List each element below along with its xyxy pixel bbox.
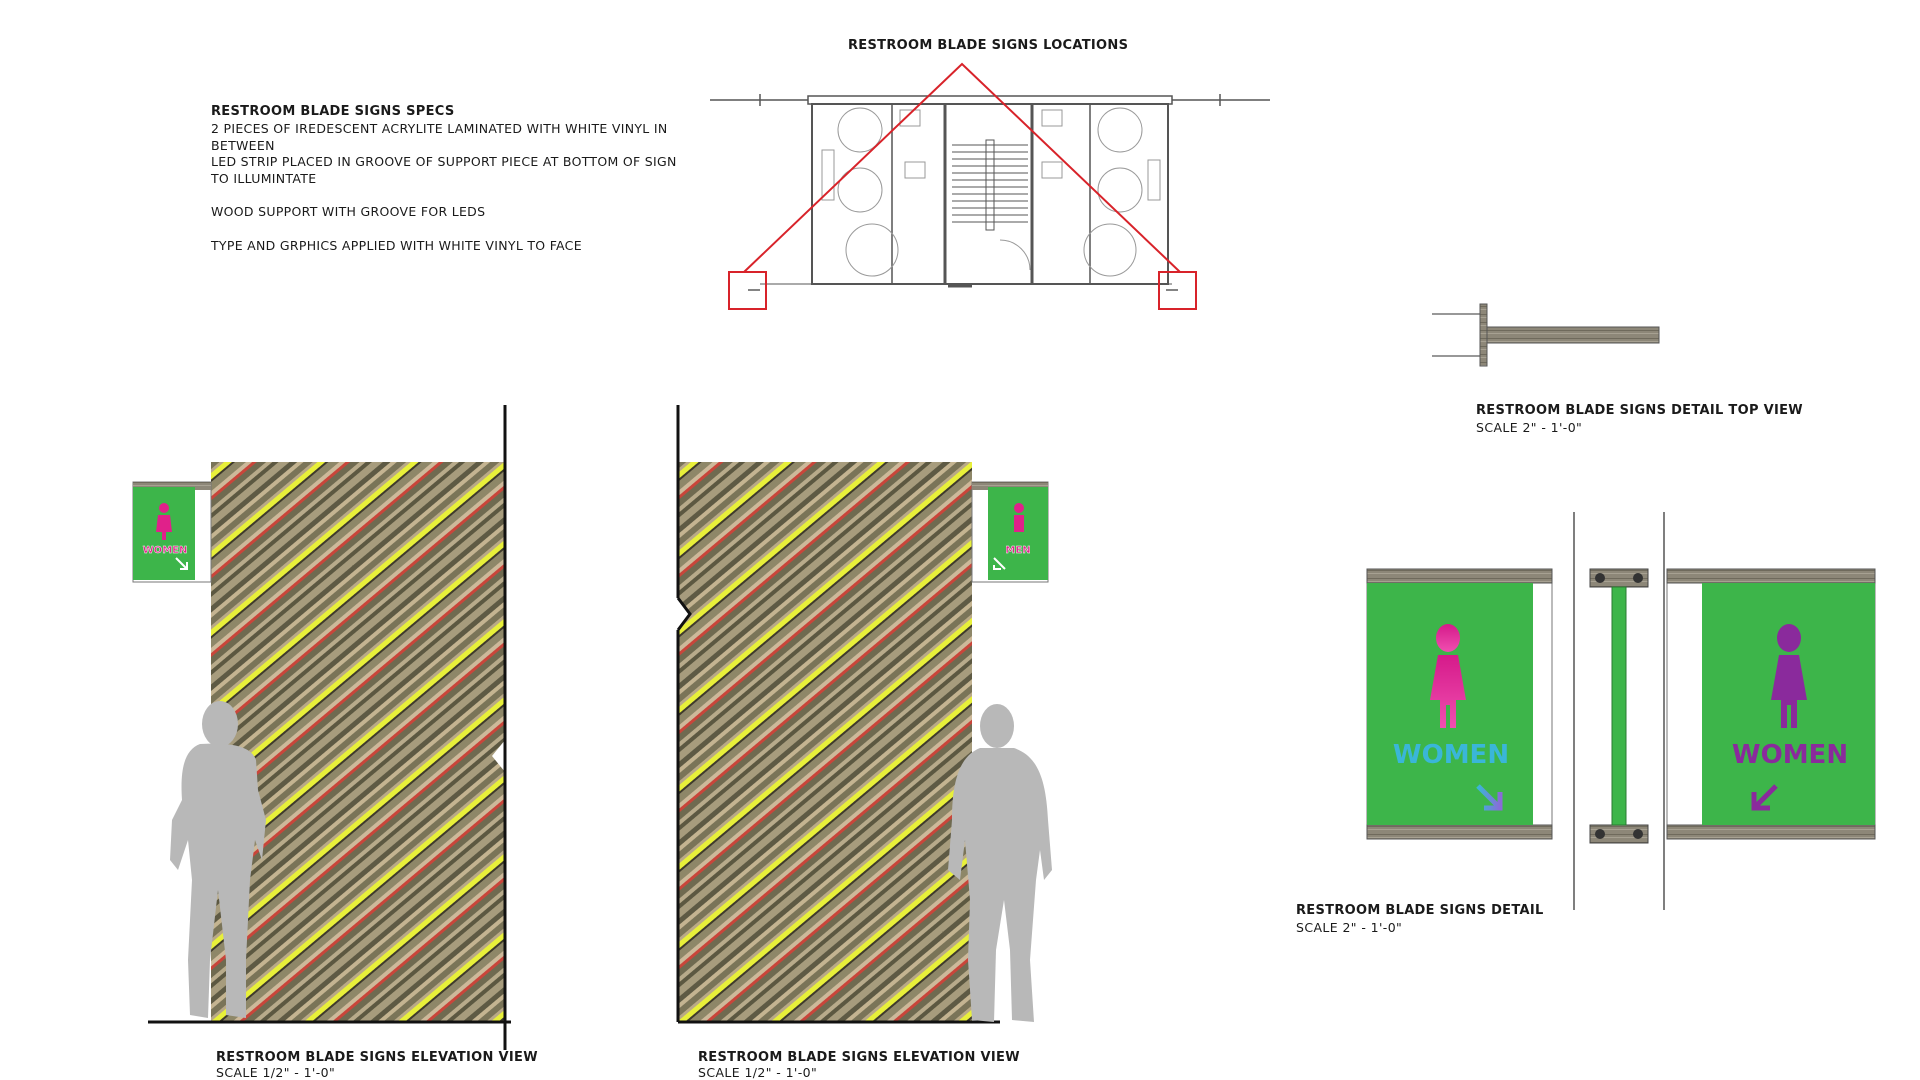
- elevation-left-sign-label: WOMEN: [142, 545, 188, 556]
- top-view-scale: SCALE 2" - 1'-0": [1476, 420, 1583, 435]
- elevation-left-scale: SCALE 1/2" - 1'-0": [216, 1065, 336, 1080]
- woman-figure-small: [156, 503, 172, 540]
- spec-line: LED STRIP PLACED IN GROOVE OF SUPPORT PI…: [211, 154, 677, 186]
- locations-title: RESTROOM BLADE SIGNS LOCATIONS: [848, 38, 1129, 53]
- arrow-down-right-icon: [1476, 784, 1503, 811]
- detail-drawing: [1366, 512, 1876, 910]
- man-figure-small: [1014, 503, 1024, 532]
- arrow-down-left-icon: [1751, 784, 1778, 811]
- detail-face-right-label: WOMEN: [1731, 740, 1849, 770]
- specs-list: 2 PIECES OF IREDESCENT ACRYLITE LAMINATE…: [211, 121, 681, 254]
- top-view-title: RESTROOM BLADE SIGNS DETAIL TOP VIEW: [1476, 403, 1803, 418]
- detail-face-left-label: WOMEN: [1392, 740, 1510, 770]
- woman-figure-gradient: [1430, 624, 1466, 728]
- woman-figure-purple: [1771, 624, 1807, 728]
- sign-location-markers: [728, 62, 1197, 310]
- detail-scale: SCALE 2" - 1'-0": [1296, 920, 1403, 935]
- spec-line: TYPE AND GRPHICS APPLIED WITH WHITE VINY…: [211, 237, 582, 253]
- floor-plan: [710, 94, 1270, 288]
- elevation-right-drawing: [676, 405, 1052, 1024]
- spec-line: WOOD SUPPORT WITH GROOVE FOR LEDS: [211, 204, 486, 219]
- elevation-left-title: RESTROOM BLADE SIGNS ELEVATION VIEW: [216, 1050, 538, 1065]
- arrow-down-right-icon: [175, 557, 188, 570]
- stairs: [952, 139, 1028, 231]
- specs-title: RESTROOM BLADE SIGNS SPECS: [211, 104, 455, 119]
- arrow-down-left-icon: [993, 557, 1006, 570]
- top-view-drawing: [1432, 303, 1660, 367]
- woman-silhouette: [170, 701, 266, 1018]
- elevation-right-title: RESTROOM BLADE SIGNS ELEVATION VIEW: [698, 1050, 1020, 1065]
- elevation-left-drawing: [132, 405, 511, 1050]
- elevation-right-scale: SCALE 1/2" - 1'-0": [698, 1065, 818, 1080]
- spec-line: 2 PIECES OF IREDESCENT ACRYLITE LAMINATE…: [211, 121, 668, 153]
- elevation-right-sign-label: MEN: [1005, 545, 1031, 556]
- man-silhouette: [948, 704, 1052, 1022]
- detail-title: RESTROOM BLADE SIGNS DETAIL: [1296, 903, 1544, 918]
